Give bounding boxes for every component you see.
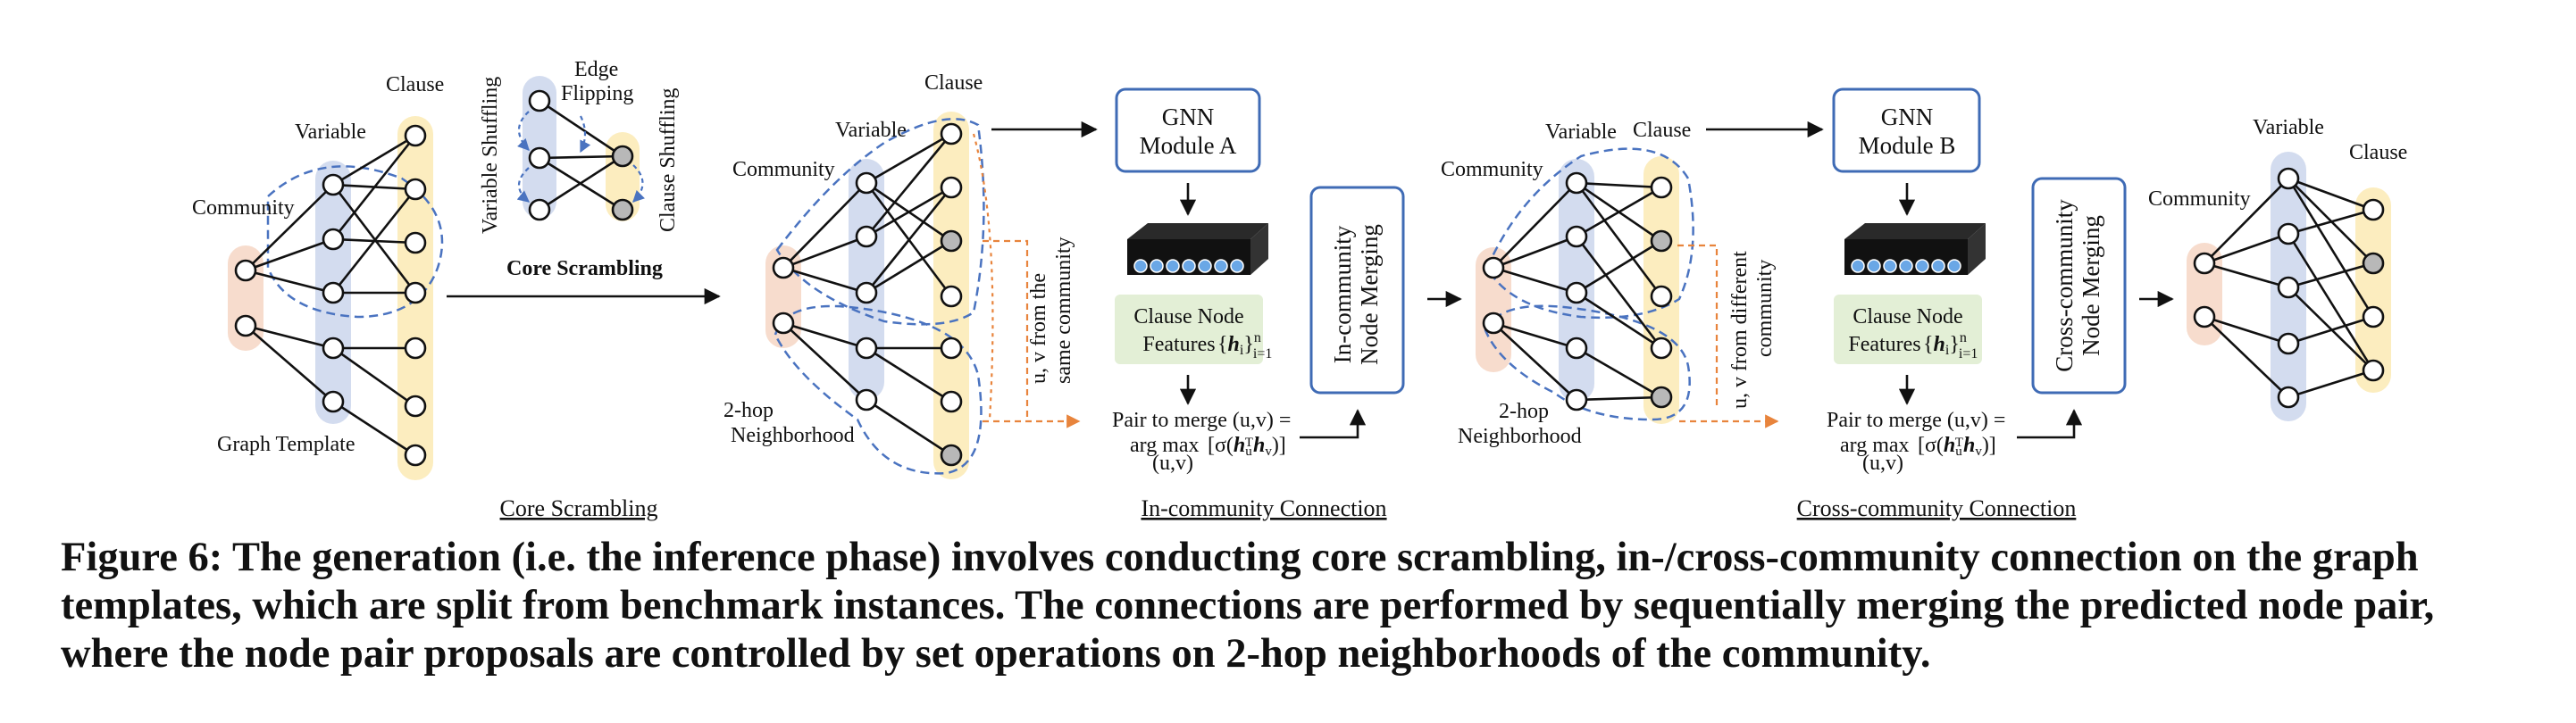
clause-feat-a-line1: Clause Node (1133, 305, 1243, 328)
core-scrambling-inset-label: Core Scrambling (506, 257, 663, 280)
graph-template-panel: Clause Variable Community Graph Template (192, 73, 444, 480)
same-community-label-2: same community (1052, 237, 1075, 384)
variable-shuffling-label: Variable Shuffling (479, 77, 502, 234)
clause-label-3: Clause (1633, 119, 1691, 142)
gnn-b-line1: GNN (1881, 104, 1934, 130)
edge-flipping-label-2: Flipping (561, 82, 633, 105)
clause-shuffling-label: Clause Shuffling (657, 87, 680, 232)
pair-merge-b-argmax: arg max (1840, 434, 1910, 457)
pipeline-figure: Clause Variable Community Graph Template… (192, 58, 2407, 521)
gnn-b-line2: Module B (1859, 132, 1956, 159)
graph-template-label: Graph Template (217, 433, 355, 456)
in-merge-line1: In-community (1329, 225, 1356, 363)
variable-label-3: Variable (1545, 120, 1617, 144)
neural-network-icon-b (1844, 223, 1986, 275)
gnn-module-a (1115, 87, 1261, 173)
pair-merge-a-argmax: arg max (1130, 434, 1200, 457)
pair-merge-a-line1: Pair to merge (u,v) = (1112, 409, 1291, 432)
core-scrambling-inset: Edge Flipping Variable Shuffling Clause … (479, 58, 680, 280)
two-hop-dashed-orange (972, 133, 994, 420)
community-label-4: Community (2148, 187, 2251, 211)
in-community-merging-box (1309, 186, 1405, 395)
section-in-community: In-community Connection (1141, 495, 1386, 521)
section-core-scrambling: Core Scrambling (500, 495, 658, 521)
clause-label: Clause (386, 73, 444, 96)
community-label: Community (192, 196, 295, 220)
community-dashed-2 (774, 304, 983, 475)
clause-feat-b-line1: Clause Node (1853, 305, 1962, 328)
gnn-a-line1: GNN (1162, 104, 1215, 130)
in-merge-line2: Node Merging (1356, 224, 1383, 365)
clause-feature-box-b (1834, 295, 1982, 364)
variable-label: Variable (295, 120, 366, 144)
cross-graph-panel: Clause Variable Community 2-hop Neighbor… (1441, 119, 1779, 448)
template-nodes (234, 124, 427, 467)
pair-merge-a-formula: [σ(huThv)] (1208, 434, 1286, 459)
figure-caption: Figure 6: The generation (i.e. the infer… (61, 535, 2435, 677)
in-community-merging-block: In-community Node Merging (1309, 186, 1405, 395)
gnn-module-b (1832, 87, 1981, 173)
diff-community-label-1: u, v from different (1728, 251, 1752, 409)
pair-merge-a-sub: (u,v) (1152, 452, 1193, 475)
community-label-3: Community (1441, 158, 1543, 181)
section-cross-community: Cross-community Connection (1797, 495, 2077, 521)
pair-merge-b-line1: Pair to merge (u,v) = (1827, 409, 2005, 432)
gnn-a-line2: Module A (1140, 132, 1237, 159)
clause-label-4: Clause (2349, 141, 2407, 164)
two-hop-label-4: Neighborhood (1458, 425, 1582, 448)
pair-merge-b-sub: (u,v) (1862, 452, 1903, 475)
orange-bracket-1 (983, 239, 1029, 420)
two-hop-label-1: 2-hop (723, 399, 774, 422)
same-community-label-1: u, v from the (1027, 273, 1050, 384)
clause-label-2: Clause (924, 71, 983, 95)
pair-merge-b-formula: [σ(huThv)] (1918, 434, 1996, 459)
clause-feat-a-line2: Features (1142, 333, 1215, 356)
template-edges (245, 134, 417, 457)
cross-merge-line1: Cross-community (2051, 199, 2078, 372)
edge-flipping-label-1: Edge (574, 58, 618, 81)
clause-feature-box-a (1115, 295, 1263, 364)
two-hop-label-2: Neighborhood (731, 424, 855, 447)
final-graph-panel: Clause Variable Community (2148, 116, 2407, 421)
diff-community-label-2: community (1753, 260, 1777, 357)
cross-community-merging-box (2031, 177, 2127, 395)
clause-feat-b-line2: Features (1848, 333, 1920, 356)
core-dashed-outline (266, 165, 444, 319)
variable-label-4: Variable (2253, 116, 2324, 139)
variable-label-2: Variable (835, 119, 907, 142)
community-label-2: Community (732, 158, 835, 181)
cross-community-merging-block: Cross-community Node Merging (2031, 177, 2127, 395)
two-hop-label-3: 2-hop (1499, 400, 1549, 423)
scrambled-graph-panel: Clause Variable Community 2-hop Neighbor… (723, 71, 1081, 479)
neural-network-icon (1127, 223, 1268, 275)
cross-merge-line2: Node Merging (2078, 215, 2104, 356)
